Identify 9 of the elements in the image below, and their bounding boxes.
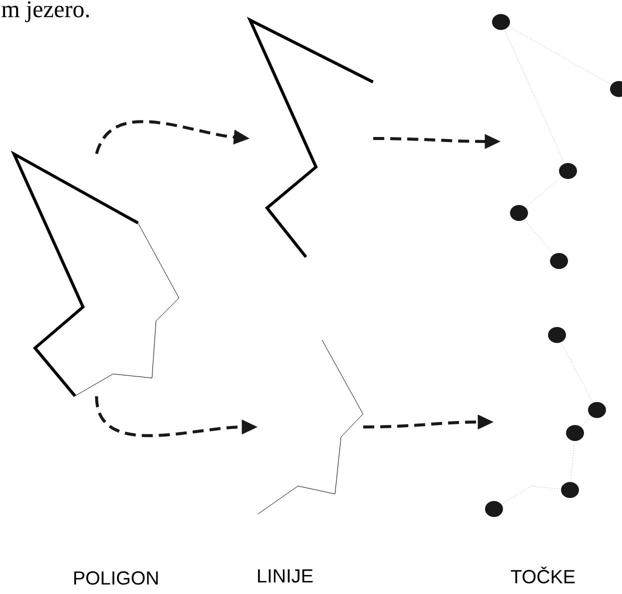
caption-text: TOČKE [510, 566, 575, 584]
point-drawing [485, 327, 606, 517]
polyline-drawing [246, 16, 374, 258]
caption-text: POLIGON [74, 571, 158, 585]
polygon-drawing [10, 150, 180, 397]
polyline-drawing [258, 340, 364, 514]
caption-text: LINIJE [258, 569, 313, 583]
point-drawing [492, 14, 622, 269]
note-text: m jezero. [2, 1, 89, 22]
